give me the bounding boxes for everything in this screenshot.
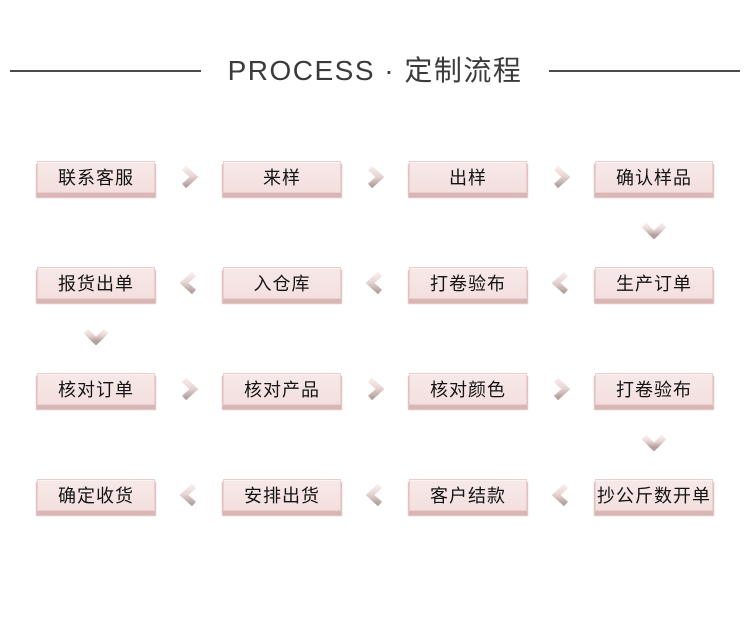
step-confirm-receipt: 确定收货: [37, 479, 155, 512]
chevron-down-icon: [595, 406, 713, 478]
title-rule-right: [549, 70, 740, 73]
chevron-right-icon: [155, 372, 223, 406]
process-flow-diagram: 联系客服 来样 出样 确认样品 报货出单 入仓库 打卷验布 生产订单: [37, 160, 713, 512]
step-confirm-sample: 确认样品: [595, 161, 713, 194]
step-customer-payment: 客户结款: [409, 479, 527, 512]
chevron-right-icon: [341, 372, 409, 406]
chevron-down-icon: [37, 300, 155, 372]
step-roll-inspect-fabric-2: 打卷验布: [595, 373, 713, 406]
step-receive-sample: 来样: [223, 161, 341, 194]
step-production-order: 生产订单: [595, 267, 713, 300]
step-arrange-shipment: 安排出货: [223, 479, 341, 512]
chevron-down-icon: [595, 194, 713, 266]
chevron-right-icon: [527, 160, 595, 194]
chevron-left-icon: [155, 266, 223, 300]
step-verify-order: 核对订单: [37, 373, 155, 406]
step-verify-product: 核对产品: [223, 373, 341, 406]
section-header: PROCESS · 定制流程: [10, 55, 740, 87]
step-produce-sample: 出样: [409, 161, 527, 194]
step-verify-color: 核对颜色: [409, 373, 527, 406]
step-weigh-and-invoice: 抄公斤数开单: [595, 479, 713, 512]
step-warehouse-in: 入仓库: [223, 267, 341, 300]
chevron-left-icon: [341, 478, 409, 512]
title-rule-left: [10, 70, 201, 73]
chevron-left-icon: [155, 478, 223, 512]
chevron-left-icon: [341, 266, 409, 300]
chevron-right-icon: [527, 372, 595, 406]
step-roll-inspect-fabric: 打卷验布: [409, 267, 527, 300]
chevron-right-icon: [341, 160, 409, 194]
step-contact-service: 联系客服: [37, 161, 155, 194]
page-title: PROCESS · 定制流程: [227, 55, 523, 86]
chevron-right-icon: [155, 160, 223, 194]
step-report-order: 报货出单: [37, 267, 155, 300]
process-section: PROCESS · 定制流程 联系客服 来样 出样 确认样品 报货出单 入仓库: [0, 55, 750, 512]
chevron-left-icon: [527, 478, 595, 512]
chevron-left-icon: [527, 266, 595, 300]
